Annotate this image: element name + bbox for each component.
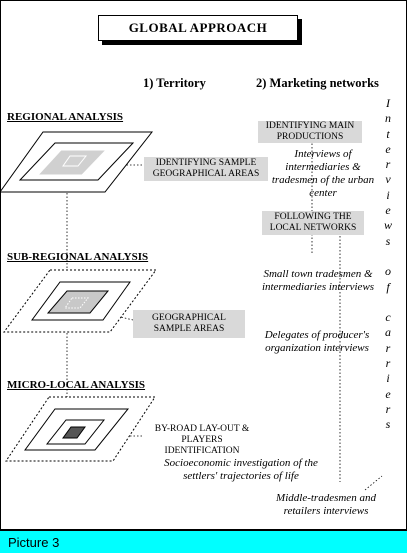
vertical-letter: r [385,356,391,371]
vertical-letter: s [385,417,391,432]
vertical-letter: r [385,401,391,416]
column-heading-territory: 1) Territory [143,76,206,90]
carriers-connector [364,475,383,491]
vertical-letter: r [385,157,391,172]
vertical-letter: t [386,126,390,141]
marketing-step-box-productions: IDENTIFYING MAIN PRODUCTIONS [258,121,362,143]
vertical-letter: i [386,371,390,386]
vertical-letter: f [386,279,390,294]
subregional-heading: SUB-REGIONAL ANALYSIS [7,251,149,263]
marketing-text-middle-tradesmen: Middle-tradesmen and retailers interview… [276,492,376,517]
title-box: GLOBAL APPROACH [98,15,298,41]
subregional-step-box: GEOGRAPHICAL SAMPLE AREAS [133,310,245,338]
diagram-title: GLOBAL APPROACH [128,20,268,35]
marketing-step-box-networks: FOLLOWING THE LOCAL NETWORKS [262,211,364,235]
subregional-map [3,269,157,333]
vertical-letter: c [385,310,391,325]
regional-highlight [62,155,88,167]
vertical-letter: e [385,203,391,218]
microlocal-heading: MICRO-LOCAL ANALYSIS [7,379,146,391]
vertical-letter: a [385,325,391,340]
vertical-letter: i [386,187,390,202]
vertical-letter: n [385,111,391,126]
vertical-letter: r [385,340,391,355]
microlocal-step-box: BY-ROAD LAY-OUT & PLAYERS IDENTIFICATION [143,424,261,456]
caption-bar: Picture 3 [0,530,407,553]
regional-step-box: IDENTIFYING SAMPLE GEOGRAPHICAL AREAS [144,157,268,181]
vertical-letter: w [383,218,392,233]
vertical-letter: I [386,96,390,110]
subregional-sample-area [46,290,110,314]
column-heading-marketing: 2) Marketing networks [256,76,379,90]
vertical-letter: o [385,264,391,279]
vertical-letter: e [385,386,391,401]
vertical-letter: s [385,233,391,248]
regional-map [0,131,154,193]
microlocal-note: Socioeconomic investigation of the settl… [164,457,318,482]
microlocal-sample-area [62,426,86,439]
regional-sample-area [36,149,108,176]
microlocal-map [5,396,156,462]
marketing-text-delegates: Delegates of producer's organization int… [264,329,370,354]
marketing-text-small-town: Small town tradesmen & intermediaries in… [261,268,375,293]
diagram-graphics [0,131,383,491]
regional-heading: REGIONAL ANALYSIS [7,111,124,123]
vertical-letter: e [385,141,391,156]
caption-text: Picture 3 [8,535,60,550]
vertical-letter: v [385,172,391,187]
marketing-text-urban-interviews: Interviews of intermediaries & tradesmen… [271,148,375,199]
